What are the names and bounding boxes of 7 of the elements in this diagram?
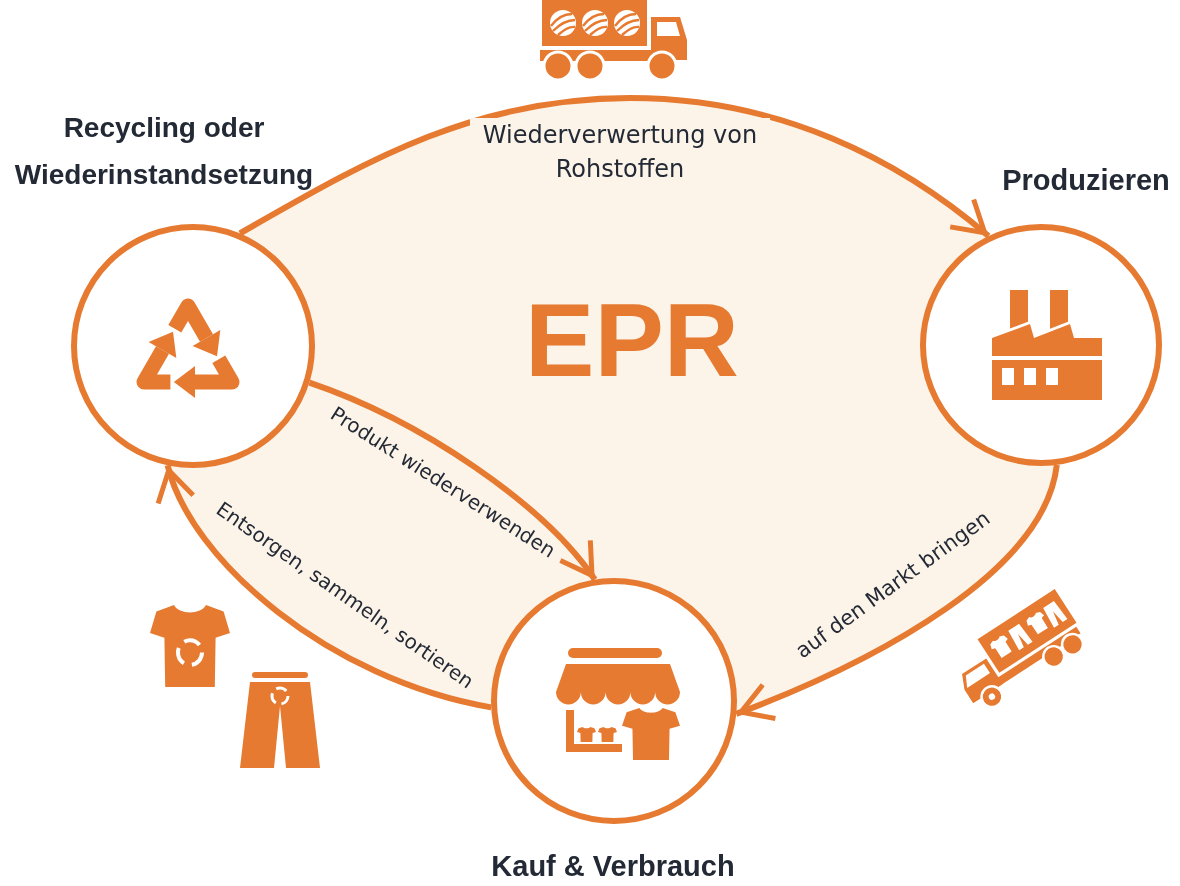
node-heading: Produzieren [1001, 163, 1171, 198]
arrow [308, 379, 598, 582]
node-heading: Recycling oder Wiederinstandsetzung [13, 111, 315, 192]
arrow [735, 464, 1060, 721]
diagram-title: EPR [525, 285, 739, 395]
node-heading: Kauf & Verbrauch [490, 849, 736, 884]
arrow [238, 95, 991, 239]
